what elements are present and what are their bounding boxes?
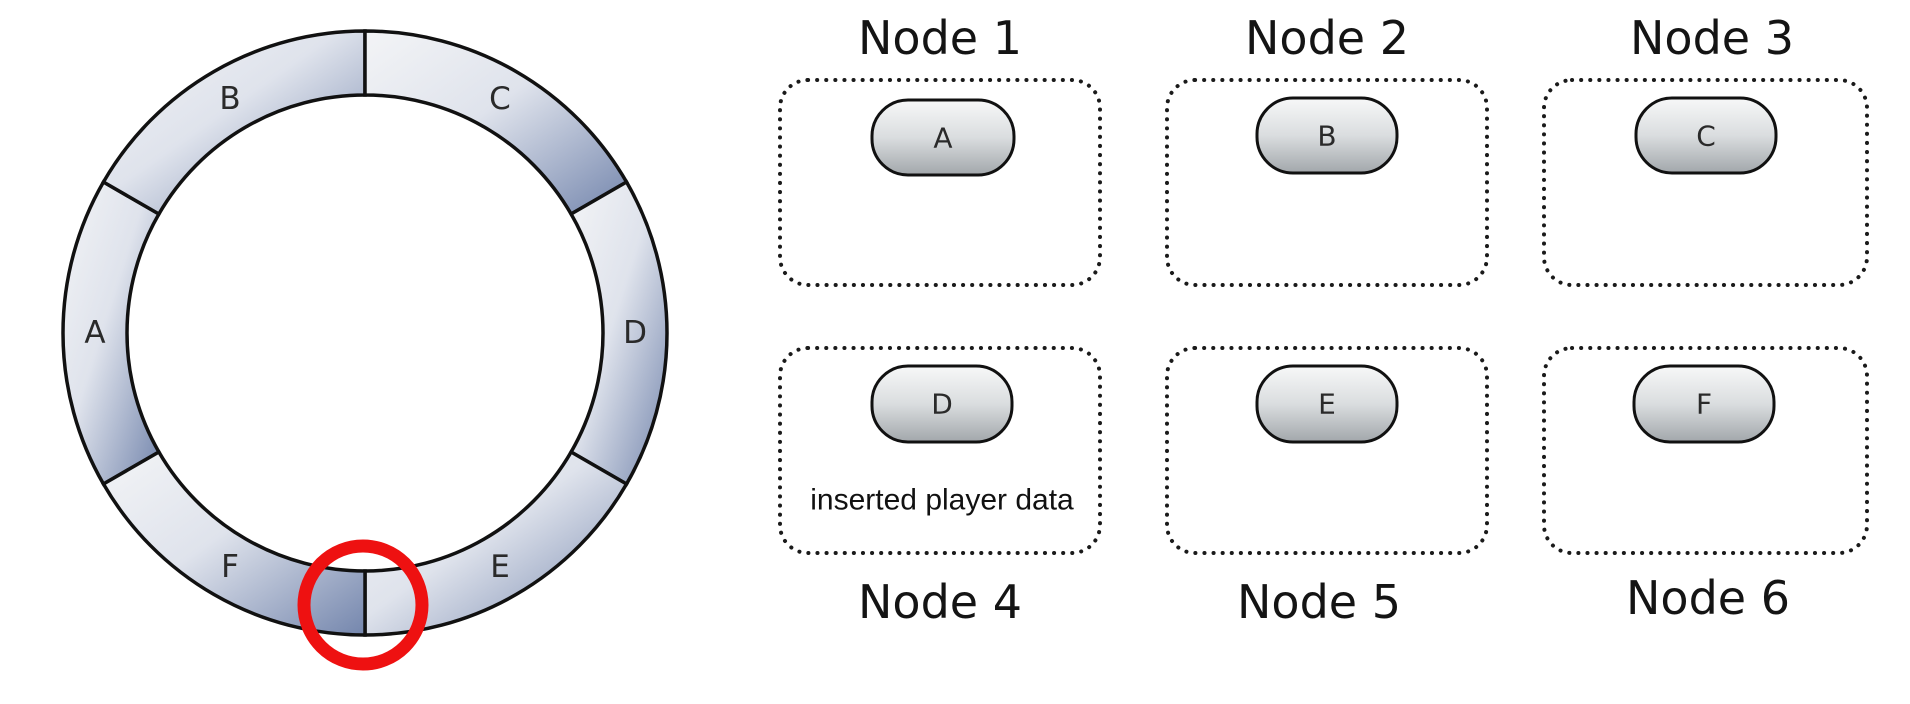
ring-segment-label-b: B (219, 81, 240, 117)
partition-pill-label: F (1696, 388, 1712, 421)
node-5: E Node 5 (1165, 346, 1489, 629)
node-box (778, 346, 1102, 555)
ring-segments (61, 29, 669, 637)
node-title: Node 5 (1237, 575, 1401, 629)
partition-pill-label: D (931, 388, 953, 421)
node-6: F Node 6 (1542, 346, 1869, 625)
node-box (1542, 78, 1869, 287)
node-box (1542, 346, 1869, 555)
node-4: D inserted player data Node 4 (778, 346, 1102, 629)
ring-segment-label-f: F (221, 549, 239, 585)
node-title: Node 2 (1245, 11, 1409, 65)
node-3: Node 3 C (1542, 11, 1869, 287)
partition-pill (1632, 364, 1776, 444)
partition-pill-label: B (1317, 120, 1336, 153)
partition-pill (870, 98, 1016, 177)
ring-segment-label-e: E (490, 549, 510, 585)
partition-pill-label: E (1318, 388, 1336, 421)
ring-labels: A B C D E F (84, 81, 647, 585)
partition-pill (870, 364, 1014, 444)
highlight-circle (297, 539, 429, 671)
partition-pill (1634, 96, 1778, 175)
node-title: Node 1 (858, 11, 1022, 65)
node-title: Node 3 (1630, 11, 1794, 65)
ring-segment-b (101, 29, 367, 217)
node-box (1165, 78, 1489, 287)
hash-ring: A B C D E F (61, 29, 669, 671)
ring-segment-label-d: D (623, 315, 647, 351)
ring-segment-d (568, 179, 669, 487)
partition-pill (1255, 364, 1399, 444)
node-box (778, 78, 1102, 287)
ring-segment-label-c: C (489, 81, 511, 117)
partition-pill (1255, 96, 1399, 175)
node-2: Node 2 B (1165, 11, 1489, 287)
node-1: Node 1 A (778, 11, 1102, 287)
ring-segment-label-a: A (84, 315, 105, 351)
inserted-data-note: inserted player data (810, 484, 1074, 517)
node-box (1165, 346, 1489, 555)
ring-segment-f (101, 449, 367, 637)
node-title: Node 4 (858, 575, 1022, 629)
partition-pill-label: C (1696, 120, 1716, 153)
node-grid: Node 1 A Node 2 B Node 3 C D inserted pl… (778, 11, 1869, 629)
partition-pill-label: A (933, 122, 952, 155)
node-title: Node 6 (1626, 571, 1790, 625)
ring-segment-a (61, 179, 162, 487)
ring-segment-e (363, 449, 629, 637)
ring-segment-c (363, 29, 629, 217)
